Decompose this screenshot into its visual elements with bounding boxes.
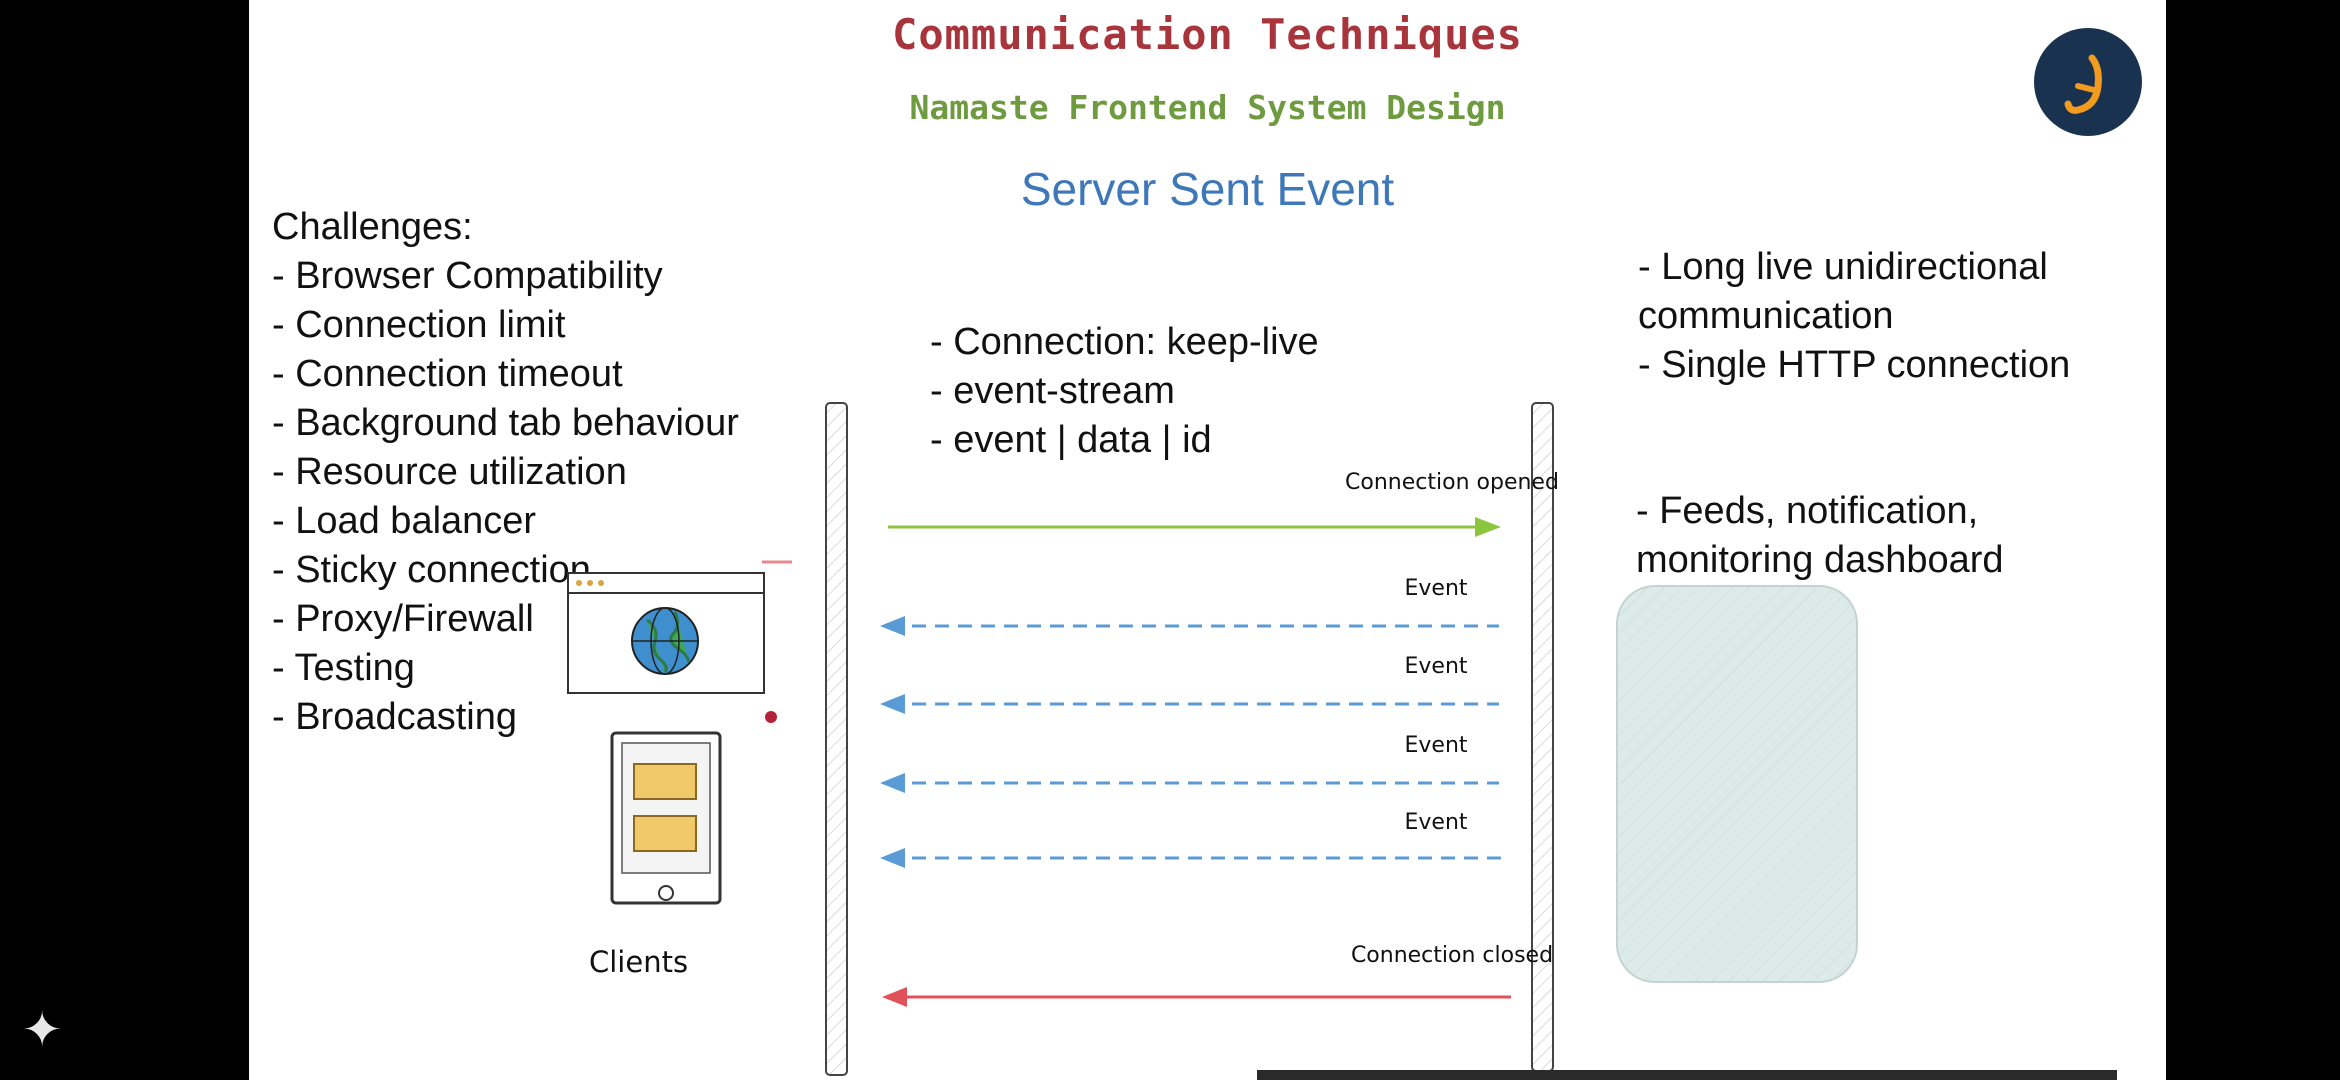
challenge-item: - Resource utilization [272,451,627,493]
note-line: communication [1638,295,1894,337]
challenge-item: - Proxy/Firewall [272,598,534,640]
event-arrow [880,773,1499,793]
challenge-item: - Connection timeout [272,353,623,395]
note-line: - Long live unidirectional [1638,246,2048,288]
sequence-diagram [567,402,2117,1080]
challenges-list: Challenges: - Browser Compatibility - Co… [272,203,739,742]
header-note: - event | data | id [930,419,1212,461]
event-label: Event [1404,576,1468,601]
note-line: - Single HTTP connection [1638,344,2071,386]
slide: Communication Techniques Namaste Fronten… [249,0,2166,1080]
challenge-item: - Load balancer [272,500,537,542]
red-dot-mark [765,711,777,723]
header-note: - event-stream [930,370,1175,412]
page-subtitle: Namaste Frontend System Design [909,88,1506,127]
diagram-title: Server Sent Event [1020,163,1395,215]
response-headers-list: - Connection: keep-live - event-stream -… [930,318,1319,465]
client-lifeline [825,402,848,1076]
namaste-logo-icon [2034,28,2142,136]
event-label: Event [1404,733,1468,758]
header-note: - Connection: keep-live [930,321,1319,363]
mobile-device-icon [610,731,722,905]
use-cases-notes: - Feeds, notification, monitoring dashbo… [1636,487,2004,585]
connection-closed-label: Connection closed [1350,943,1554,968]
page-title: Communication Techniques [892,10,1523,59]
event-arrow [880,694,1499,714]
connection-opened-label: Connection opened [1345,470,1559,495]
challenge-item: - Connection limit [272,304,566,346]
server-box-hatch [1617,586,1857,982]
sparkle-icon[interactable]: ✦ [22,1004,63,1057]
challenges-heading: Challenges: [272,206,473,248]
event-label: Event [1404,654,1468,679]
event-arrow [880,616,1499,636]
clients-label: Clients [589,945,689,979]
sse-properties-notes: - Long live unidirectional communication… [1638,243,2070,390]
challenge-item: - Background tab behaviour [272,402,739,444]
event-label: Event [1404,810,1468,835]
connection-opened-arrowhead [1475,517,1501,537]
note-line: - Feeds, notification, [1636,490,1979,532]
challenge-item: - Testing [272,647,415,689]
bottom-strip [1257,1070,2117,1080]
globe-icon [631,607,699,675]
challenge-item: - Sticky connection [272,549,591,591]
challenge-item: - Browser Compatibility [272,255,663,297]
challenge-item: - Broadcasting [272,696,518,738]
connection-closed-arrowhead [882,987,907,1007]
event-arrow [880,848,1504,868]
note-line: monitoring dashboard [1636,539,2004,581]
